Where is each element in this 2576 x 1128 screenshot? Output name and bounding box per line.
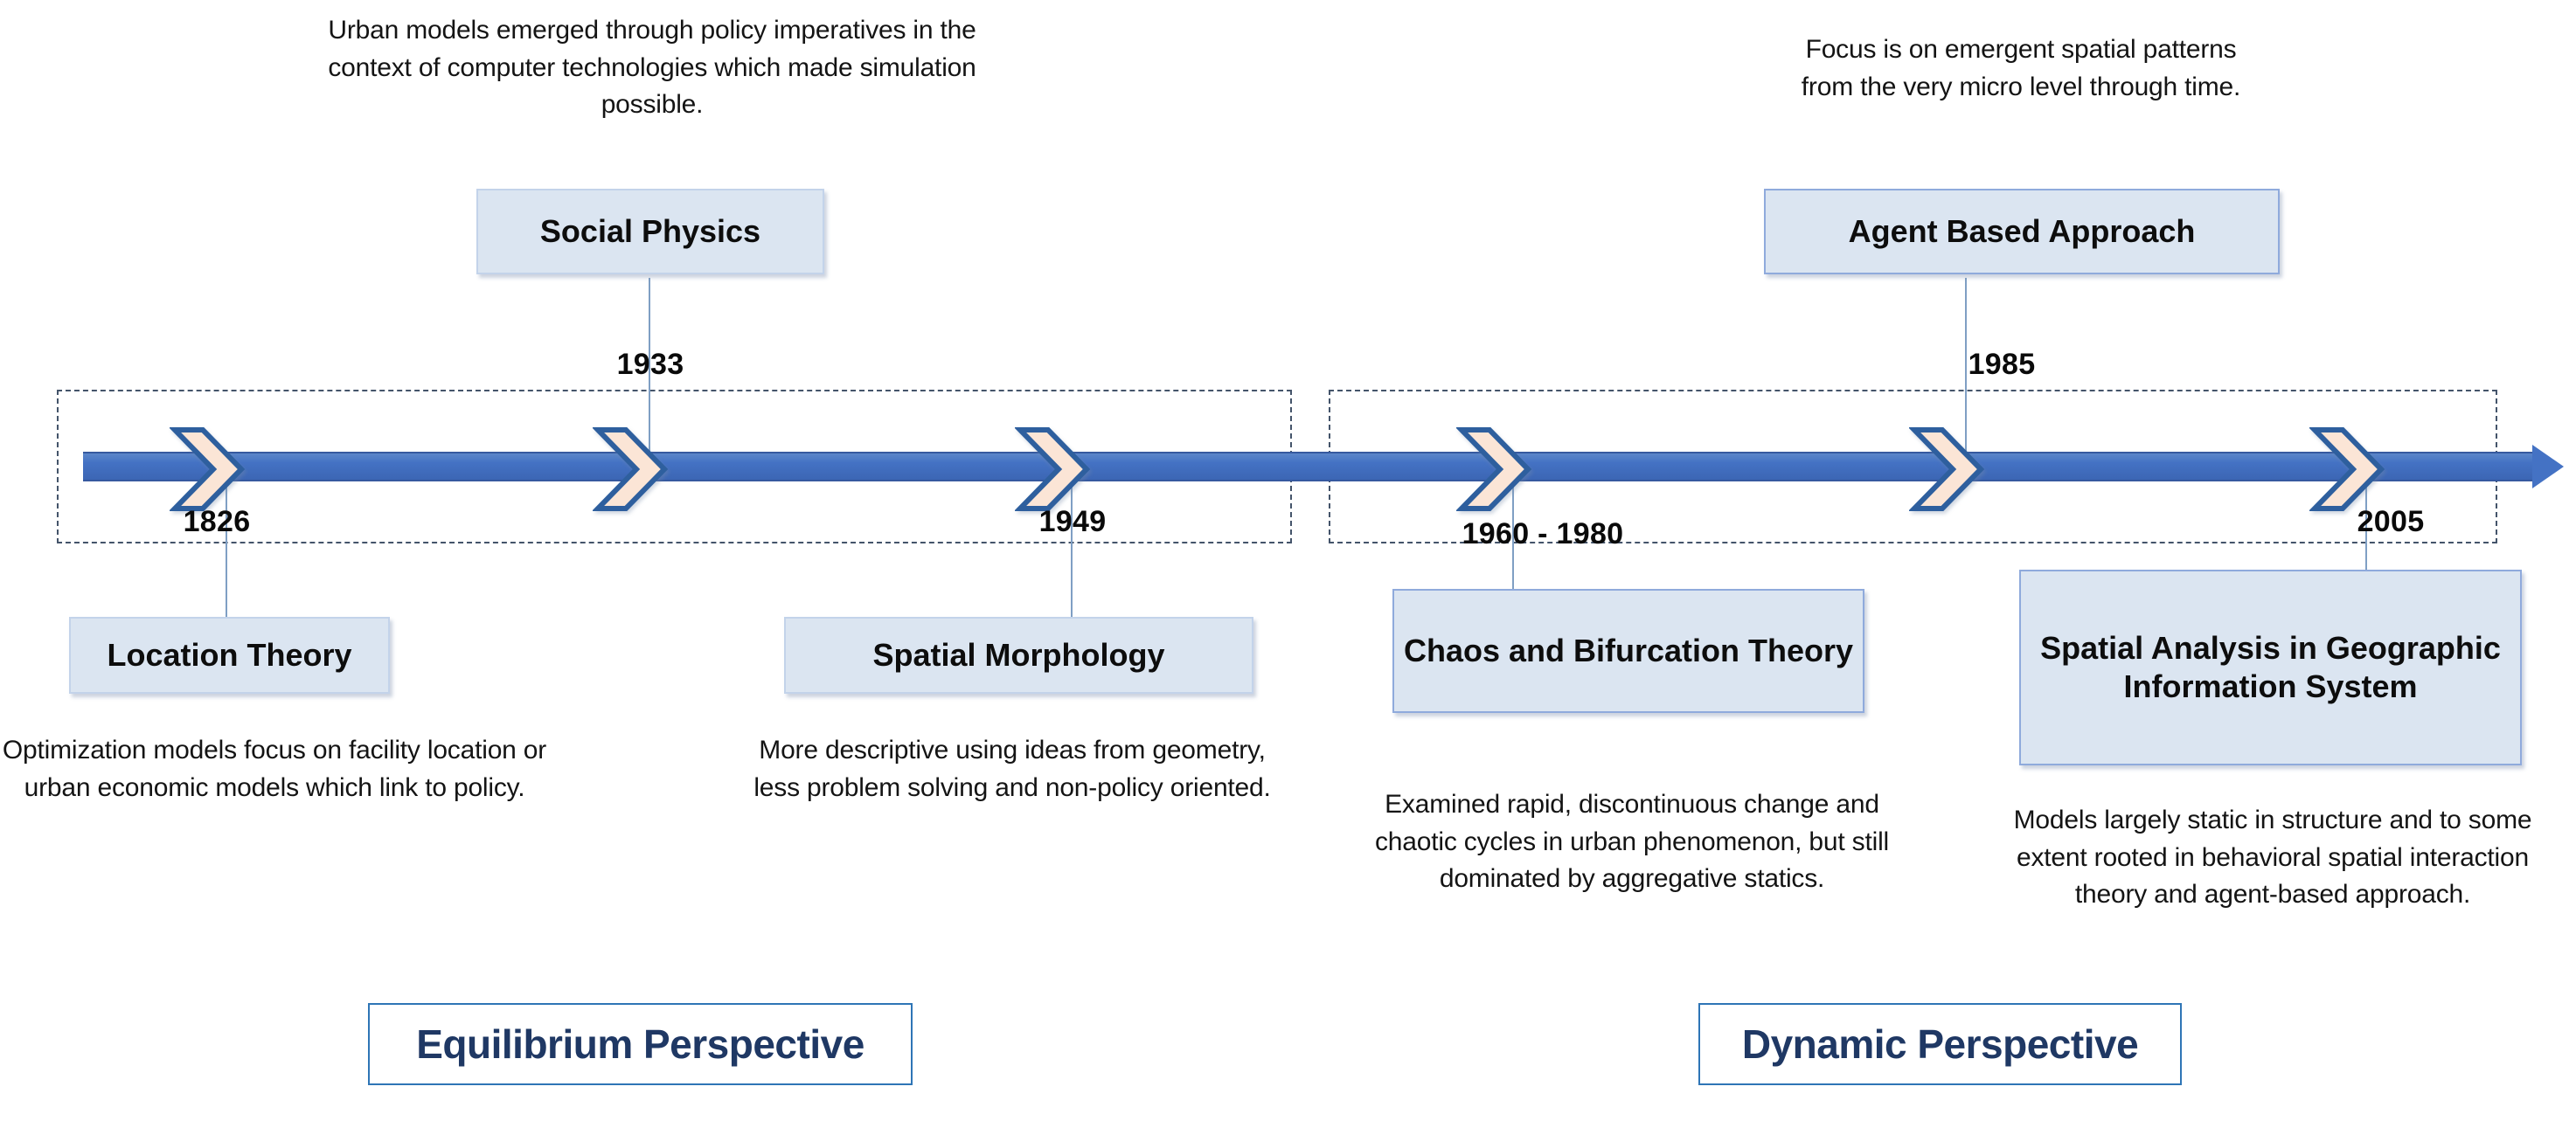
chevron-marker-1985 <box>1909 427 1985 511</box>
year-label-1985: 1985 <box>1968 348 2036 381</box>
milestone-box-spatial-morphology[interactable]: Spatial Morphology <box>784 617 1253 694</box>
year-label-1933: 1933 <box>616 348 684 381</box>
connector-line-agent-based <box>1965 278 1967 467</box>
milestone-box-agent-based[interactable]: Agent Based Approach <box>1764 189 2280 274</box>
caption-location-theory: Optimization models focus on facility lo… <box>2 736 547 802</box>
connector-line-spatial-analysis-gis <box>2365 467 2367 570</box>
milestone-label-social-physics: Social Physics <box>539 213 761 250</box>
perspective-box-equilibrium[interactable]: Equilibrium Perspective <box>368 1003 913 1085</box>
caption-spatial-analysis-gis: Models largely static in structure and t… <box>2013 806 2532 910</box>
perspective-label-dynamic: Dynamic Perspective <box>1741 1021 2139 1067</box>
milestone-box-spatial-analysis-gis[interactable]: Spatial Analysis in Geographic Informati… <box>2019 570 2522 765</box>
caption-agent-based: Focus is on emergent spatial patterns fr… <box>1801 35 2241 101</box>
perspective-box-dynamic[interactable]: Dynamic Perspective <box>1698 1003 2182 1085</box>
year-label-1826: 1826 <box>183 505 251 538</box>
caption-spatial-morphology: More descriptive using ideas from geomet… <box>753 736 1271 802</box>
milestone-box-social-physics[interactable]: Social Physics <box>476 189 824 274</box>
year-label-1949: 1949 <box>1038 505 1107 538</box>
milestone-label-agent-based: Agent Based Approach <box>1848 213 2196 250</box>
milestone-label-spatial-analysis-gis: Spatial Analysis in Geographic Informati… <box>2040 630 2501 704</box>
chevron-marker-1949 <box>1015 427 1091 511</box>
milestone-label-chaos-bifurcation: Chaos and Bifurcation Theory <box>1403 633 1854 669</box>
connector-line-location-theory <box>226 467 227 617</box>
connector-line-spatial-morphology <box>1071 467 1073 617</box>
milestone-label-location-theory: Location Theory <box>107 637 352 674</box>
timeline-arrowhead-icon <box>2532 445 2564 488</box>
chevron-marker-1960-1980 <box>1456 427 1532 511</box>
chevron-marker-1826 <box>170 427 246 511</box>
year-label-1960-1980: 1960 - 1980 <box>1462 517 1624 550</box>
caption-chaos-bifurcation: Examined rapid, discontinuous change and… <box>1374 790 1889 894</box>
milestone-label-spatial-morphology: Spatial Morphology <box>872 637 1165 674</box>
connector-line-social-physics <box>649 278 650 467</box>
timeline-axis <box>83 445 2564 488</box>
perspective-label-equilibrium: Equilibrium Perspective <box>416 1021 864 1067</box>
milestone-box-location-theory[interactable]: Location Theory <box>69 617 390 694</box>
milestone-box-chaos-bifurcation[interactable]: Chaos and Bifurcation Theory <box>1392 589 1864 713</box>
chevron-marker-1933 <box>593 427 669 511</box>
chevron-marker-2005 <box>2309 427 2385 511</box>
timeline-bar <box>83 452 2532 481</box>
year-label-2005: 2005 <box>2357 505 2425 538</box>
caption-social-physics: Urban models emerged through policy impe… <box>328 16 976 120</box>
connector-line-chaos-bifurcation <box>1512 467 1514 589</box>
